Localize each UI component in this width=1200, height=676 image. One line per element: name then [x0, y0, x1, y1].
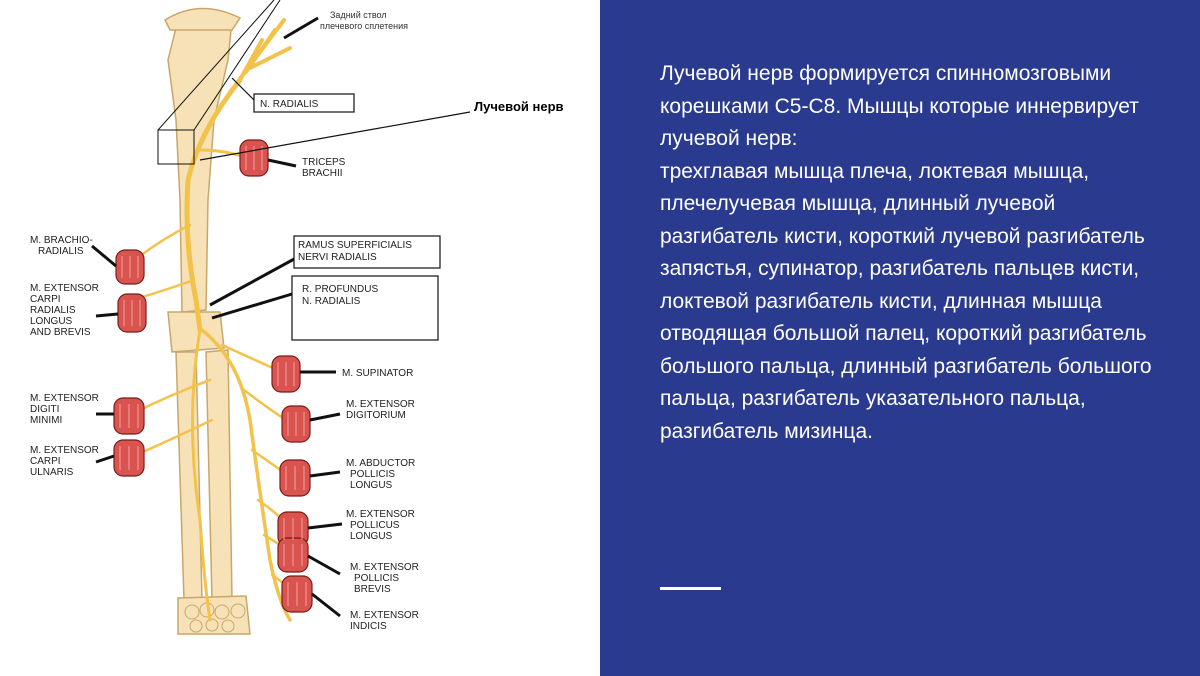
label-edm-3: MINIMI — [30, 415, 62, 426]
posterior-cord-branches — [234, 18, 292, 86]
superficial-branch — [191, 328, 212, 622]
label-superficial-2: NERVI RADIALIS — [298, 252, 377, 263]
humerus-head — [164, 7, 242, 31]
label-ecrl-2: CARPI — [30, 294, 61, 305]
label-apl-1: M. ABDUCTOR — [346, 458, 415, 469]
ulna-bone — [205, 349, 233, 601]
label-epb-2: POLLICIS — [354, 573, 399, 584]
label-edm-1: M. EXTENSOR — [30, 393, 99, 404]
label-profundus-1: R. PROFUNDUS — [302, 284, 378, 295]
label-epb-3: BREVIS — [354, 584, 391, 595]
description-paragraph-1: Лучевой нерв формируется спинномозговыми… — [660, 62, 1139, 150]
label-superficial-1: RAMUS SUPERFICIALIS — [298, 240, 412, 251]
inset-box — [157, 0, 281, 165]
superficial-box — [293, 235, 441, 269]
label-epl-2: POLLICUS — [350, 520, 400, 531]
label-triceps-1: TRICEPS — [302, 157, 346, 168]
bones — [164, 7, 251, 635]
label-boxes — [253, 93, 441, 341]
accent-divider — [660, 587, 721, 590]
ecu-branch — [132, 418, 214, 458]
edm-branch — [134, 378, 212, 414]
callout-radial-nerve: Лучевой нерв — [474, 99, 564, 114]
carpals — [184, 602, 246, 633]
label-ed-1: M. EXTENSOR — [346, 399, 415, 410]
label-posterior-cord-2: плечевого сплетения — [320, 21, 408, 31]
wrist-bones — [177, 595, 251, 635]
label-apl-3: LONGUS — [350, 480, 393, 491]
label-ei-2: INDICIS — [350, 621, 387, 632]
label-triceps-2: BRACHII — [302, 168, 343, 179]
humerus — [167, 19, 233, 313]
radial-nerve-diagram: Задний ствол плечевого сплетения N. RADI… — [30, 0, 564, 635]
description-paragraph-2: трехглавая мышца плеча, локтевая мышца, … — [660, 159, 1152, 443]
label-supinator: M. SUPINATOR — [342, 368, 413, 379]
label-ecrl-5: AND BREVIS — [30, 327, 91, 338]
label-ecu-2: CARPI — [30, 456, 61, 467]
label-ecu-1: M. EXTENSOR — [30, 445, 99, 456]
label-ecrl-3: RADIALIS — [30, 305, 76, 316]
elbow-joint — [167, 311, 225, 353]
label-ed-2: DIGITORIUM — [346, 410, 406, 421]
label-brachioradialis-2: RADIALIS — [38, 246, 84, 257]
label-epb-1: M. EXTENSOR — [350, 562, 419, 573]
leader-lines — [91, 16, 343, 618]
label-epl-3: LONGUS — [350, 531, 393, 542]
label-apl-2: POLLICIS — [350, 469, 395, 480]
label-ecu-3: ULNARIS — [30, 467, 74, 478]
muscle-striations — [119, 146, 307, 606]
label-edm-2: DIGITI — [30, 404, 59, 415]
profundus-box — [291, 275, 439, 341]
label-ei-1: M. EXTENSOR — [350, 610, 419, 621]
label-posterior-cord-1: Задний ствол — [330, 10, 387, 20]
nerve-trunk — [184, 77, 243, 333]
label-profundus-2: N. RADIALIS — [302, 296, 361, 307]
deep-branch — [200, 328, 292, 622]
n-radialis-box — [253, 93, 355, 113]
thin-lines — [199, 77, 471, 161]
label-brachioradialis-1: M. BRACHIO- — [30, 235, 93, 246]
description-panel: Лучевой нерв формируется спинномозговыми… — [600, 0, 1200, 676]
label-n-radialis: N. RADIALIS — [260, 99, 319, 110]
label-epl-1: M. EXTENSOR — [346, 509, 415, 520]
description-text: Лучевой нерв формируется спинномозговыми… — [660, 58, 1160, 448]
label-ecrl-4: LONGUS — [30, 316, 73, 327]
label-ecrl-1: M. EXTENSOR — [30, 283, 99, 294]
